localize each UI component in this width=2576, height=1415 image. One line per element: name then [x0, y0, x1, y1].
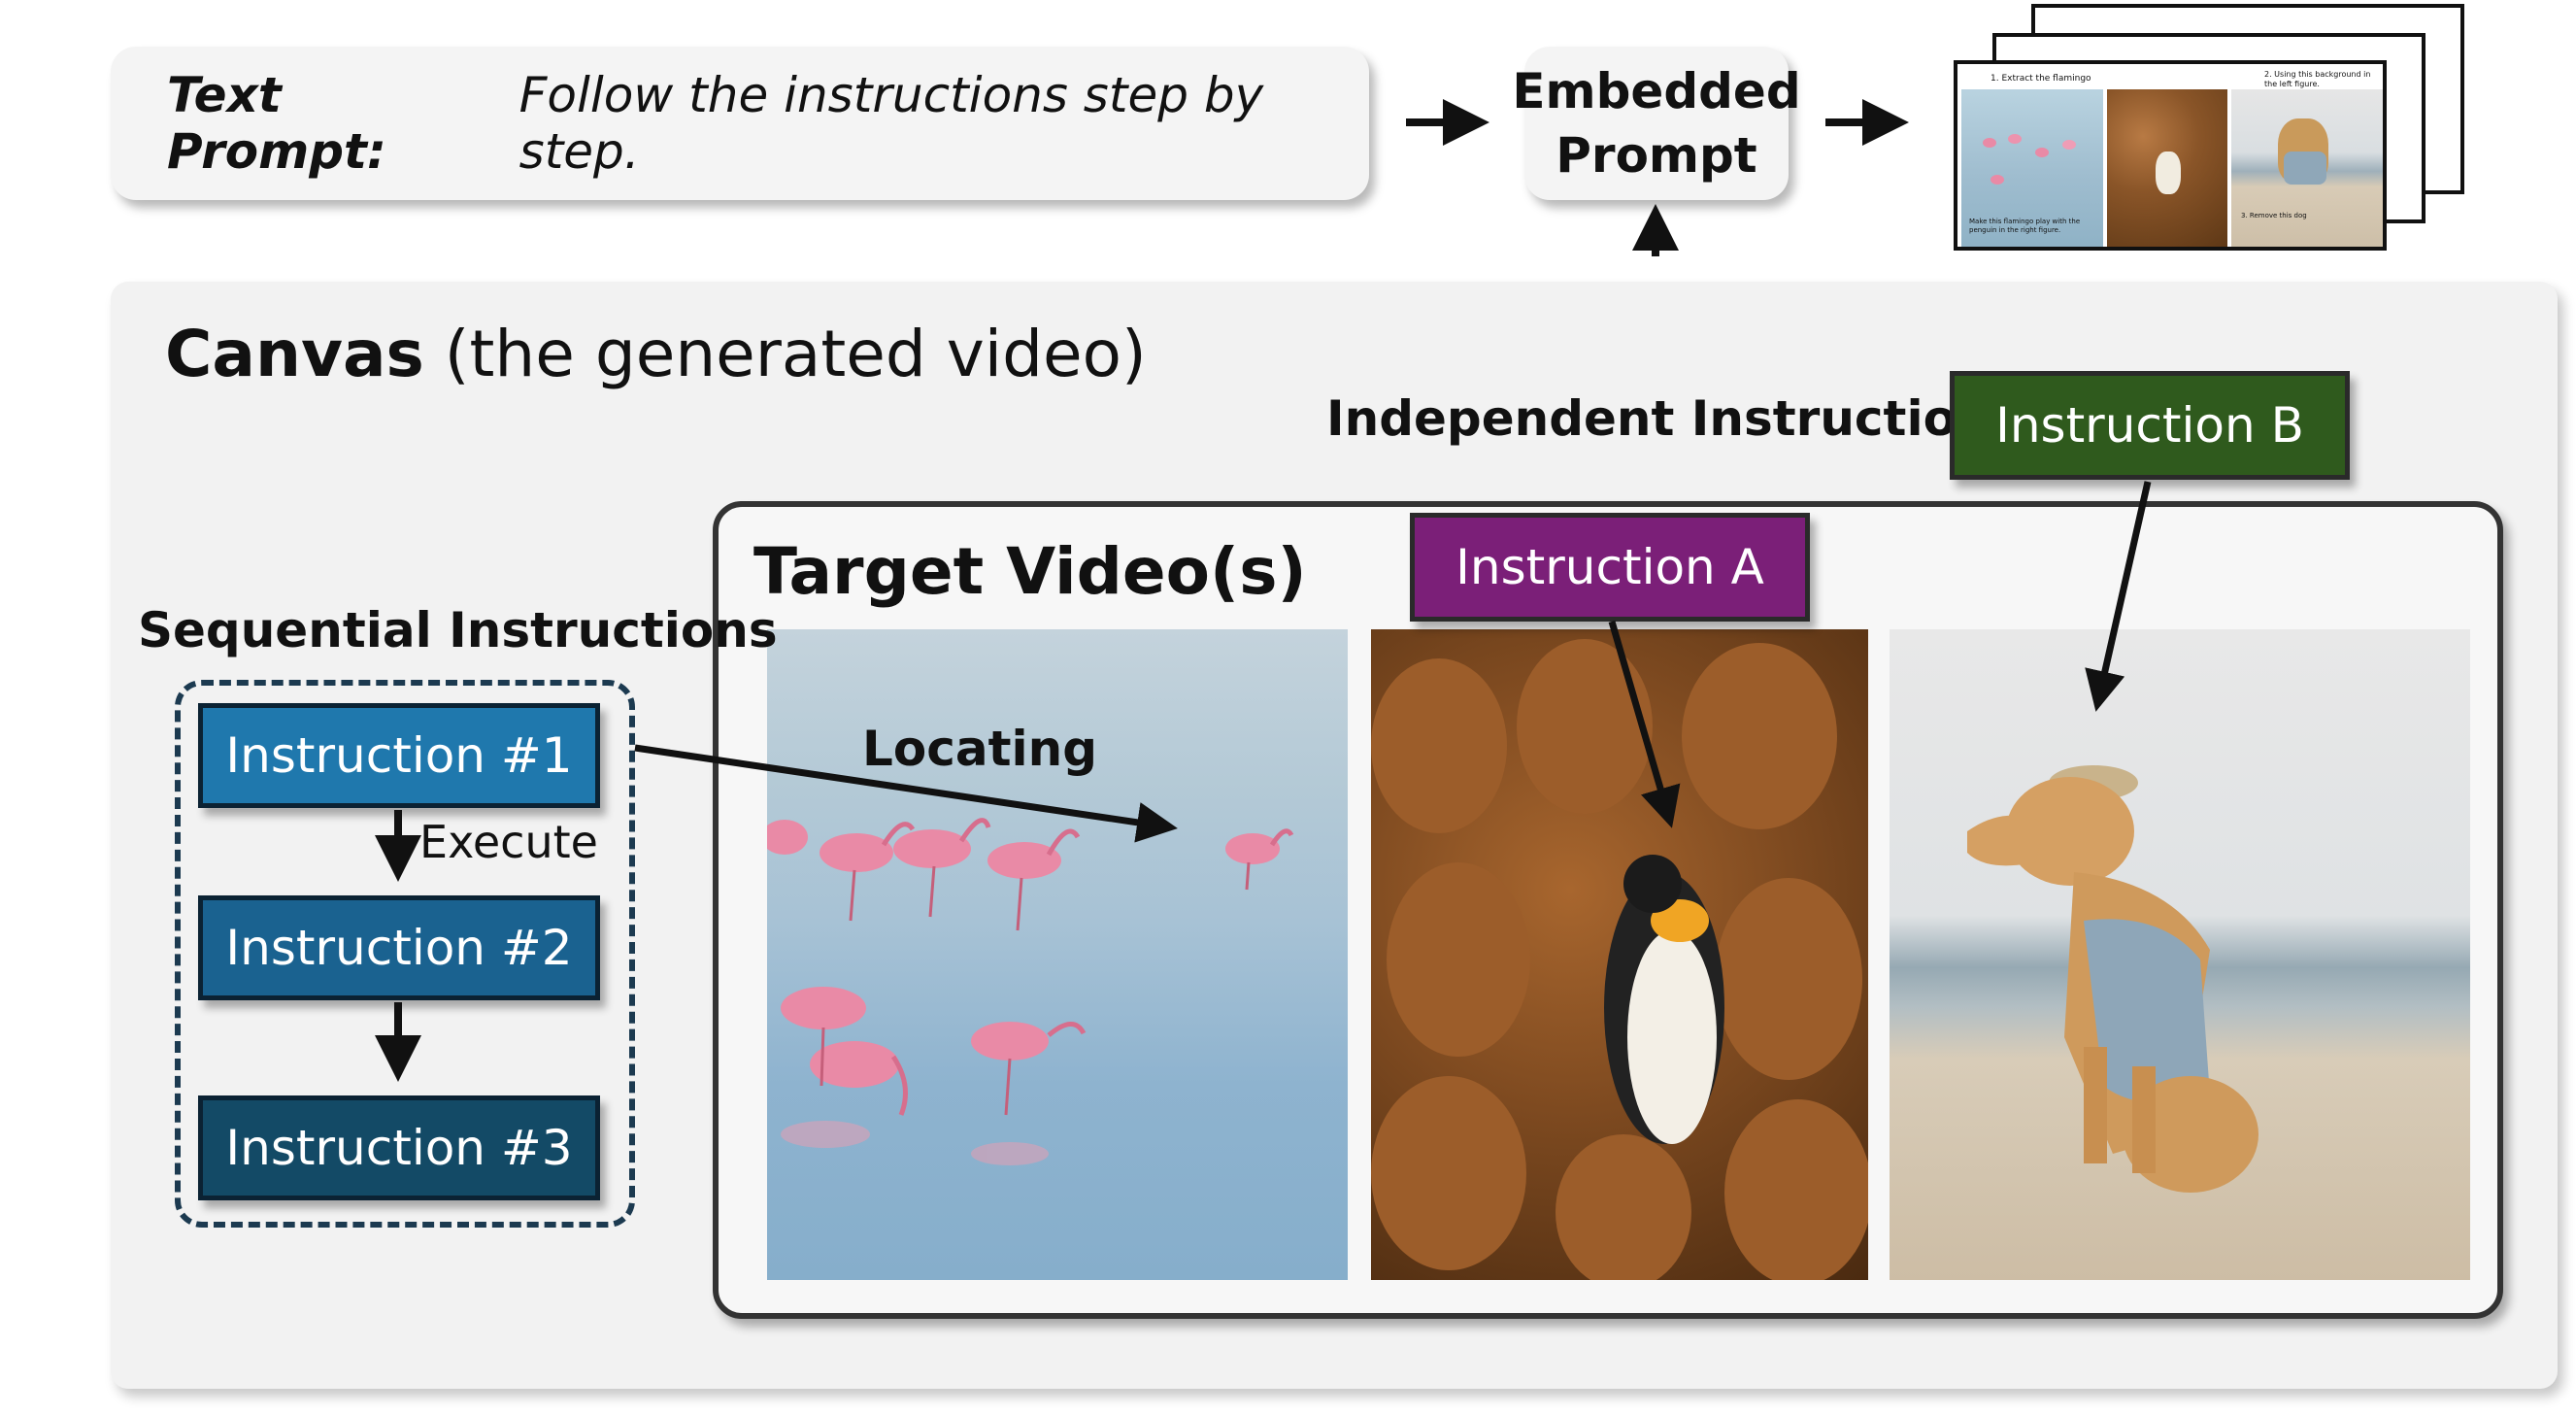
text-prompt-box: Text Prompt: Follow the instructions ste…	[111, 47, 1369, 200]
instruction-b-tag: Instruction B	[1950, 371, 2350, 480]
thumbnail-dog-image: 3. Remove this dog	[2231, 89, 2383, 247]
arrow-locating	[634, 744, 1178, 843]
arrow-instruction-b	[2085, 481, 2152, 712]
dog-drawing	[1967, 765, 2258, 1193]
sequential-box	[175, 680, 635, 1228]
text-prompt-label: Text Prompt:	[167, 67, 386, 180]
penguin-drawing	[1371, 639, 1868, 1280]
instruction-b-label: Instruction B	[1995, 397, 2304, 454]
canvas-title: Canvas (the generated video)	[165, 317, 1147, 391]
instruction-step-3-label: Instruction #3	[225, 1120, 573, 1176]
thumbnail-caption-extract: 1. Extract the flamingo	[1991, 74, 2091, 84]
execute-label: Execute	[419, 816, 598, 868]
instruction-a-tag: Instruction A	[1410, 513, 1810, 622]
instruction-step-3: Instruction #3	[198, 1095, 600, 1200]
embedded-prompt-box: Embedded Prompt	[1512, 47, 1801, 200]
penguin-video-frame	[1371, 629, 1868, 1280]
instruction-step-2-label: Instruction #2	[225, 920, 573, 976]
thumbnail-caption-remove: 3. Remove this dog	[2241, 212, 2307, 219]
canvas-title-rest: (the generated video)	[444, 317, 1147, 391]
instruction-step-1-label: Instruction #1	[225, 727, 573, 784]
flamingo-drawing	[767, 818, 1294, 1165]
thumbnail-caption-background: 2. Using this background in the left fig…	[2264, 70, 2371, 88]
instruction-step-2: Instruction #2	[198, 895, 600, 1000]
sequential-heading: Sequential Instructions	[138, 602, 778, 658]
independent-heading: Independent Instructions	[1326, 390, 2021, 447]
instruction-a-label: Instruction A	[1455, 539, 1764, 595]
dog-video-frame	[1890, 629, 2470, 1280]
flamingo-video-frame	[767, 629, 1348, 1280]
arrow-instruction-a	[1608, 621, 1681, 828]
locating-label: Locating	[862, 721, 1098, 777]
target-title: Target Video(s)	[753, 534, 1307, 609]
thumbnail-frame-front: 1. Extract the flamingo 2. Using this ba…	[1954, 60, 2387, 251]
thumbnail-flamingo-image: Make this flamingo play with the penguin…	[1961, 89, 2103, 247]
embedded-prompt-line2: Prompt	[1556, 127, 1757, 184]
thumbnail-penguin-image	[2107, 89, 2227, 247]
canvas-title-bold: Canvas	[165, 317, 424, 391]
thumbnail-caption-instruction: Make this flamingo play with the penguin…	[1969, 218, 2081, 234]
text-prompt-text: Follow the instructions step by step.	[519, 67, 1264, 180]
embedded-prompt-line1: Embedded	[1512, 63, 1801, 119]
instruction-step-1: Instruction #1	[198, 703, 600, 808]
